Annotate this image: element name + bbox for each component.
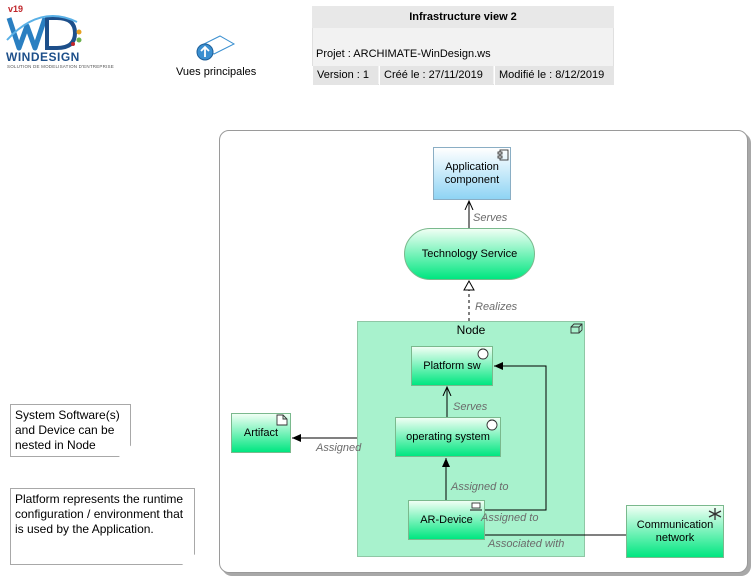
operating-system[interactable]: operating system <box>395 417 501 457</box>
technology-service[interactable]: Technology Service <box>404 228 535 280</box>
application-component[interactable]: Application component <box>433 147 511 200</box>
diagram-title: Infrastructure view 2 <box>312 6 614 28</box>
communication-network[interactable]: Communication network <box>626 505 724 558</box>
artifact-label: Artifact <box>243 427 279 439</box>
main-views-label: Vues principales <box>176 66 257 78</box>
created-date: Créé le : 27/11/2019 <box>379 66 493 85</box>
ar-device-label: AR-Device <box>420 514 473 526</box>
communication-network-label: Communication network <box>636 518 714 544</box>
artifact[interactable]: Artifact <box>231 413 291 453</box>
device-icon <box>470 502 482 511</box>
logo-brand: WINDESIGN <box>6 50 80 64</box>
node-label: Node <box>456 323 486 337</box>
windesign-logo-icon <box>6 15 82 51</box>
assigned-platform-connector[interactable] <box>485 362 547 511</box>
version-info: Version : 1 <box>312 66 378 85</box>
modified-date: Modifié le : 8/12/2019 <box>494 66 614 85</box>
logo-tagline: SOLUTION DE MODELISATION D'ENTREPRISE <box>7 64 114 69</box>
serves-inner-label: Serves <box>453 401 488 413</box>
assigned-platform-label: Assigned to <box>481 512 539 524</box>
operating-system-label: operating system <box>406 431 490 443</box>
assigned-os-label: Assigned to <box>451 481 509 493</box>
technology-service-label: Technology Service <box>421 248 518 260</box>
associated-label: Associated with <box>488 538 565 550</box>
application-component-label: Application component <box>444 160 500 186</box>
network-icon <box>708 508 722 520</box>
home-view-icon <box>196 35 236 61</box>
platform-sw-label: Platform sw <box>423 360 481 372</box>
node-icon <box>570 323 583 334</box>
project-name: Projet : ARCHIMATE-WinDesign.ws <box>316 48 491 60</box>
logo-version: v19 <box>8 4 24 14</box>
component-icon <box>497 149 509 161</box>
serves-label: Serves <box>473 212 508 224</box>
main-views-link[interactable]: Vues principales <box>176 32 266 80</box>
system-software-icon <box>477 348 489 360</box>
realizes-label: Realizes <box>475 301 518 313</box>
assigned-artifact-label: Assigned <box>316 442 362 454</box>
note-nesting[interactable]: System Software(s) and Device can be nes… <box>10 404 131 457</box>
artifact-icon <box>276 414 288 426</box>
system-software-icon <box>486 419 498 431</box>
note-platform[interactable]: Platform represents the runtime configur… <box>10 488 195 565</box>
